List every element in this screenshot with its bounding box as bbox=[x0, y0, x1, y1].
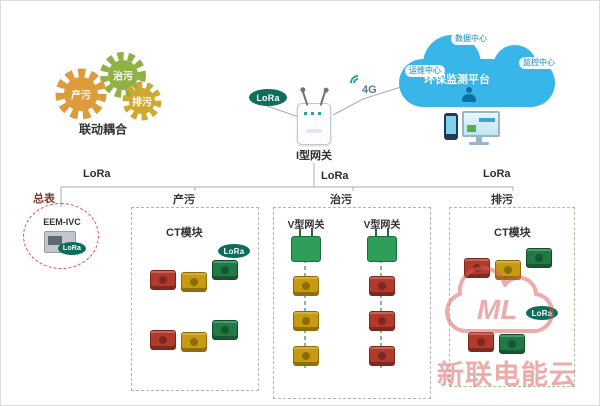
vgateway-left-label: V型网关 bbox=[287, 220, 325, 231]
monitor-icon bbox=[462, 111, 500, 137]
red-ct-module bbox=[464, 258, 490, 278]
red-ct-module bbox=[369, 311, 395, 331]
main-meter-group: EEM-IVC LoRa bbox=[23, 203, 99, 269]
gears-graphic bbox=[55, 52, 162, 121]
vgateway-device-icon bbox=[291, 229, 321, 262]
gear-treat-label: 治污 bbox=[113, 71, 133, 83]
green-ct-module bbox=[499, 334, 525, 354]
ct-module-cluster bbox=[150, 260, 238, 292]
red-ct-module bbox=[150, 330, 176, 350]
green-ct-module bbox=[212, 320, 238, 340]
ct-module-cluster bbox=[464, 248, 552, 280]
trunk-lora-center: LoRa bbox=[319, 170, 351, 182]
4g-signal-icon: 4G bbox=[346, 71, 379, 99]
gear-produce-label: 产污 bbox=[71, 90, 91, 102]
zhiwu-box-label: 治污 bbox=[327, 191, 355, 207]
monitor-base bbox=[469, 142, 489, 145]
type1-gateway-label: I型网关 bbox=[293, 147, 335, 163]
gateway-lora-badge: LoRa bbox=[249, 89, 287, 106]
gear-discharge-icon bbox=[122, 81, 162, 121]
cloud-bubble-monitor-center: 监控中心 bbox=[519, 57, 559, 69]
vgateway-device-icon bbox=[367, 229, 397, 262]
4g-label: 4G bbox=[362, 84, 377, 96]
yellow-ct-module bbox=[181, 332, 207, 352]
gears-caption: 联动耦合 bbox=[78, 122, 128, 137]
cloud-platform-title: 环保监测平台 bbox=[424, 74, 490, 86]
gear-discharge-label: 排污 bbox=[132, 97, 152, 109]
vgateway-column-right: V型网关 bbox=[350, 216, 414, 366]
main-meter-label: 总表 bbox=[33, 193, 55, 205]
yellow-ct-module bbox=[293, 276, 319, 296]
module-chain-left bbox=[293, 276, 319, 366]
cloud-bubble-data-center: 数据中心 bbox=[451, 33, 491, 45]
trunk-lora-left: LoRa bbox=[81, 168, 113, 180]
chanwu-box: CT模块 LoRa bbox=[131, 207, 259, 391]
yellow-ct-module bbox=[495, 260, 521, 280]
monitor-stand bbox=[476, 137, 482, 142]
cloud-bubble-ops-center: 运维中心 bbox=[405, 65, 445, 77]
device-slot bbox=[306, 129, 322, 133]
ct-module-cluster bbox=[150, 320, 238, 352]
type1-gateway-device bbox=[297, 90, 331, 145]
zhiwu-box: V型网关 V型网关 bbox=[273, 207, 431, 399]
vgateway-right-label: V型网关 bbox=[363, 220, 401, 231]
cloud-platform: 环保监测平台 数据中心 运维中心 监控中心 bbox=[399, 31, 571, 143]
ct-module-cluster bbox=[468, 322, 525, 354]
gear-treat-icon bbox=[100, 52, 146, 98]
yellow-ct-module bbox=[181, 272, 207, 292]
vgateway-column-left: V型网关 bbox=[274, 216, 338, 366]
yellow-ct-module bbox=[293, 346, 319, 366]
meter-lora-badge: LoRa bbox=[58, 242, 86, 255]
lora-badge-to-gateway-line bbox=[266, 105, 300, 118]
gear-produce-icon bbox=[55, 68, 107, 120]
paiwu-lora-badge: LoRa bbox=[526, 306, 558, 320]
paiwu-box-label: 排污 bbox=[488, 191, 516, 207]
paiwu-ct-module-label: CT模块 bbox=[494, 227, 531, 239]
red-ct-module bbox=[369, 346, 395, 366]
gateway-to-cloud-line bbox=[332, 86, 402, 116]
green-ct-module bbox=[526, 248, 552, 268]
chanwu-lora-badge: LoRa bbox=[218, 244, 250, 258]
chanwu-box-label: 产污 bbox=[170, 191, 198, 207]
red-ct-module bbox=[150, 270, 176, 290]
smartphone-icon bbox=[444, 113, 458, 140]
led-indicators bbox=[304, 112, 324, 115]
module-chain-right bbox=[369, 276, 395, 366]
trunk-lora-right: LoRa bbox=[481, 168, 513, 180]
chanwu-ct-module-label: CT模块 bbox=[166, 227, 203, 239]
eem-ivc-label: EEM-IVC bbox=[43, 217, 81, 227]
user-icon bbox=[461, 87, 477, 103]
yellow-ct-module bbox=[293, 311, 319, 331]
red-ct-module bbox=[468, 332, 494, 352]
green-ct-module bbox=[212, 260, 238, 280]
paiwu-box: CT模块 LoRa bbox=[449, 207, 575, 387]
red-ct-module bbox=[369, 276, 395, 296]
